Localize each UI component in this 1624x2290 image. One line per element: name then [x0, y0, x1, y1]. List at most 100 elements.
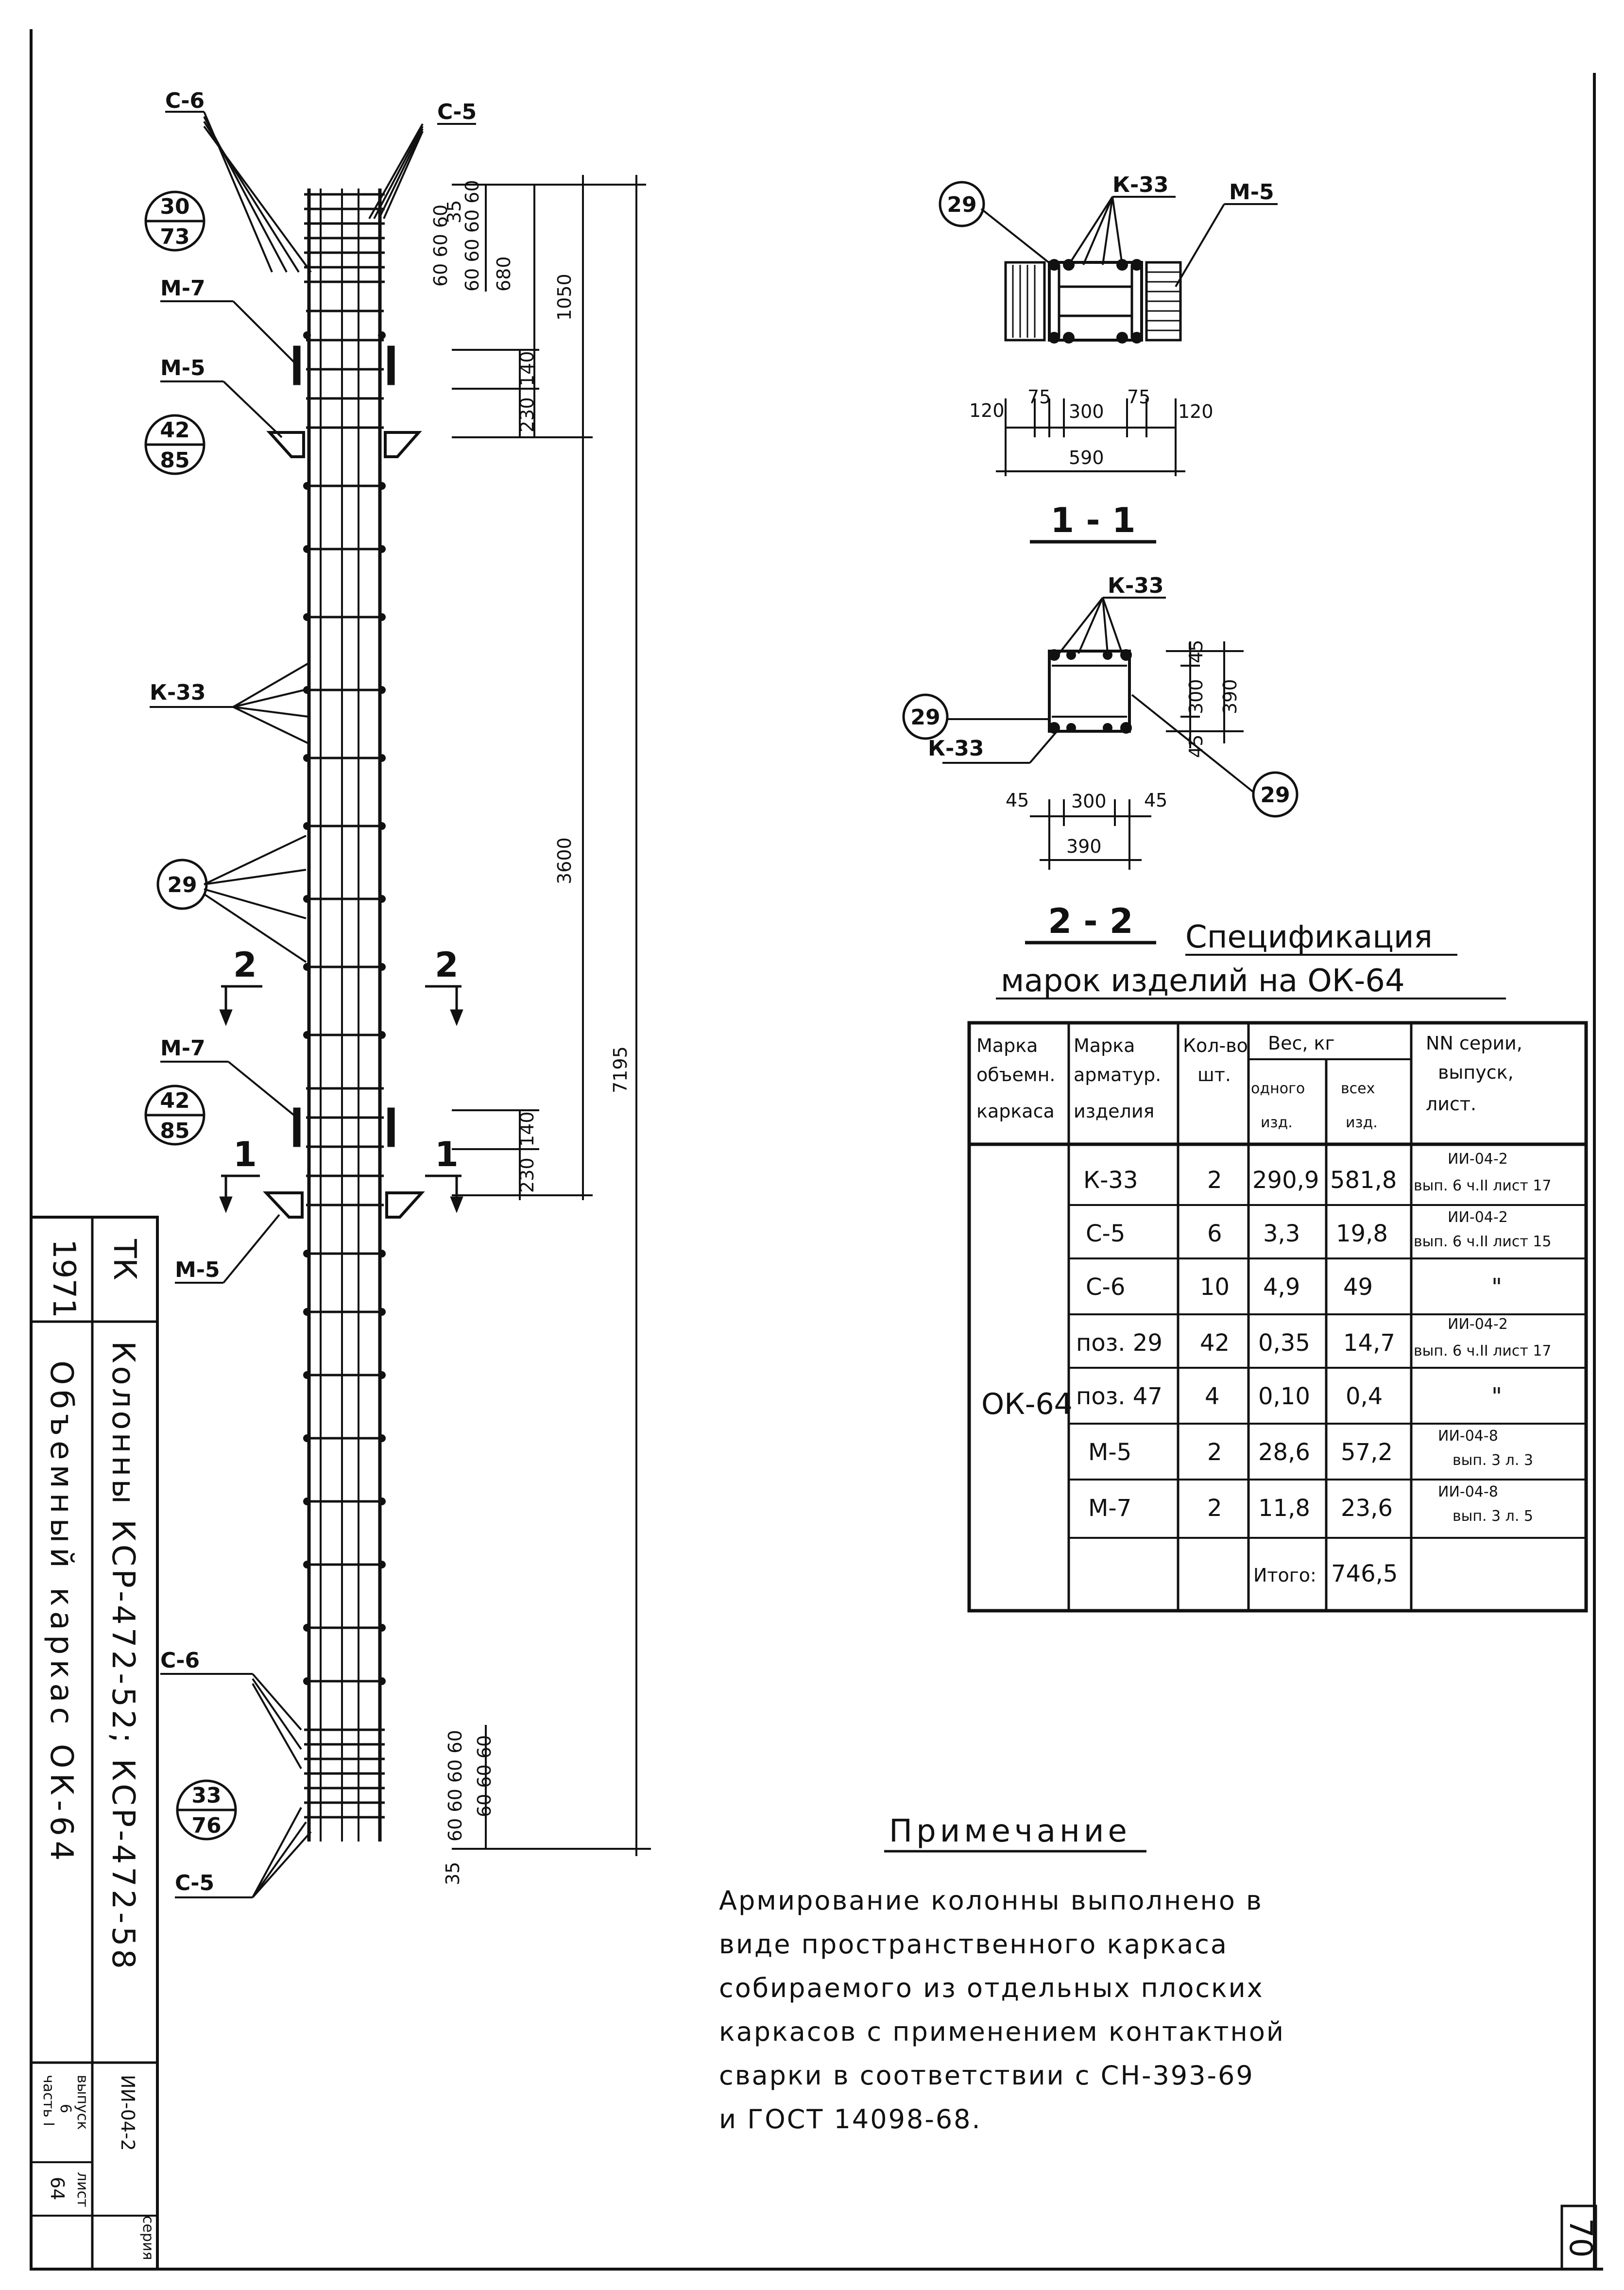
spec-row-3: С-6 10 4,9 49 " — [1086, 1274, 1502, 1301]
s11-dim-75a: 75 — [1027, 386, 1051, 408]
th-4a-line2: изд. — [1261, 1114, 1293, 1131]
cell-qty: 2 — [1207, 1439, 1222, 1466]
spec-header: Марка объемн. каркаса Марка арматур. изд… — [976, 1033, 1522, 1131]
spec-row-1: К-33 2 290,9 581,8 ИИ-04-2 вып. 6 ч.II л… — [1083, 1151, 1552, 1194]
label-m5-top: М-5 — [160, 356, 205, 380]
cell-ref1: ИИ-04-2 — [1448, 1316, 1508, 1333]
spec-row-2: С-5 6 3,3 19,8 ИИ-04-2 вып. 6 ч.II лист … — [1086, 1209, 1552, 1250]
cell-one: 0,10 — [1258, 1383, 1310, 1410]
dim-140b: 140 — [516, 1111, 538, 1147]
th-1-line1: Марка — [976, 1035, 1038, 1056]
bracket-m5-bottom — [263, 1191, 425, 1219]
s22-dim-45b: 45 — [1144, 790, 1167, 811]
cell-ref1: ИИ-04-8 — [1438, 1428, 1498, 1445]
plate-m7-left-bottom — [293, 1107, 301, 1147]
cell-ref1: " — [1491, 1383, 1502, 1410]
label-c5-bottom: С-5 — [175, 1871, 214, 1895]
s22-dim-300: 300 — [1071, 791, 1107, 812]
th-5-line1: NN серии, — [1426, 1033, 1522, 1054]
cell-all: 581,8 — [1330, 1167, 1397, 1194]
s22-dim-390v: 390 — [1219, 679, 1241, 714]
cell-all: 57,2 — [1341, 1439, 1393, 1466]
spec-row-4: поз. 29 42 0,35 14,7 ИИ-04-2 вып. 6 ч.II… — [1076, 1316, 1552, 1360]
label-m7-bottom: М-7 — [160, 1036, 205, 1061]
s11-dim-590: 590 — [1069, 447, 1104, 468]
dim-1050: 1050 — [554, 274, 575, 321]
spec-title-2: марок изделий на ОК-64 — [1001, 963, 1405, 999]
column-elevation — [263, 189, 425, 1842]
cell-one: 0,35 — [1258, 1329, 1310, 1357]
callout-3-top: 42 — [160, 1088, 189, 1113]
spec-total-row: Итого: 746,5 — [1253, 1560, 1398, 1587]
label-c6-top: С-6 — [165, 88, 205, 113]
dim-60a: 60 60 60 — [430, 205, 451, 287]
s22-dim-45c: 45 — [1185, 640, 1207, 663]
callout-2-top: 42 — [160, 418, 189, 443]
label-m7-top: М-7 — [160, 276, 205, 301]
dim-60b: 60 60 60 60 — [462, 180, 483, 292]
th-1-line3: каркаса — [976, 1101, 1055, 1122]
plate-m7-right-top — [387, 345, 395, 385]
cell-qty: 10 — [1200, 1274, 1230, 1301]
s22-dim-390: 390 — [1066, 836, 1102, 857]
section-1-1-title: 1 - 1 — [1050, 500, 1135, 540]
s22-dim-45a: 45 — [1006, 790, 1029, 811]
section-2-2-title: 2 - 2 — [1048, 901, 1133, 941]
callout-1-bottom: 73 — [160, 224, 189, 249]
label-c6-bottom: С-6 — [160, 1648, 200, 1673]
stamp-tk: ТК — [106, 1239, 142, 1280]
stamp-sheet-label: лист — [74, 2172, 91, 2207]
total-label: Итого: — [1253, 1565, 1316, 1586]
callout-2-bottom: 85 — [160, 448, 189, 473]
cut-1-right-label: 1 — [435, 1135, 459, 1174]
s22-dim-45d: 45 — [1185, 735, 1207, 758]
cell-one: 290,9 — [1252, 1167, 1319, 1194]
s22-callout-29-left: 29 — [910, 705, 940, 730]
cell-one: 3,3 — [1263, 1220, 1300, 1247]
page-number-box — [1560, 2204, 1597, 2271]
bracket-m5-top — [266, 431, 422, 458]
label-c5-top: С-5 — [437, 100, 477, 124]
cell-mark: С-6 — [1086, 1274, 1125, 1301]
s22-dim-300v: 300 — [1185, 679, 1207, 714]
label-k33: К-33 — [150, 680, 205, 705]
th-4a-line1: одного — [1251, 1080, 1305, 1097]
dim-230: 230 — [516, 397, 538, 432]
th-2-line2: арматур. — [1074, 1064, 1161, 1085]
cell-mark: К-33 — [1083, 1167, 1138, 1194]
s11-dim-300: 300 — [1069, 401, 1104, 422]
callout-3-bottom: 85 — [160, 1119, 189, 1143]
cell-all: 14,7 — [1343, 1329, 1395, 1357]
mesh-bottom — [304, 1728, 385, 1819]
cell-ref1: ИИ-04-8 — [1438, 1483, 1498, 1500]
cut-1-left-label: 1 — [233, 1135, 257, 1174]
section-2-2 — [902, 597, 1299, 945]
section-1-1 — [939, 181, 1278, 544]
page-number: 70 — [1562, 2218, 1598, 2257]
th-5-line2: выпуск, — [1438, 1062, 1514, 1083]
th-2-line1: Марка — [1074, 1035, 1135, 1056]
s22-label-k33-top: К-33 — [1108, 573, 1163, 598]
plate-m7-right-bottom — [387, 1107, 395, 1147]
cell-mark: С-5 — [1086, 1220, 1125, 1247]
callout-pos29: 29 — [167, 873, 197, 897]
cell-qty: 2 — [1207, 1495, 1222, 1522]
callouts — [144, 190, 237, 1841]
cell-all: 23,6 — [1341, 1495, 1393, 1522]
dim-140: 140 — [516, 351, 538, 386]
note-line-6: и ГОСТ 14098-68. — [719, 2104, 982, 2135]
callout-4-bottom: 76 — [191, 1813, 221, 1838]
th-4b-line2: изд. — [1346, 1114, 1378, 1131]
spec-title-1: Спецификация — [1185, 919, 1433, 955]
th-4b-line1: всех — [1341, 1080, 1375, 1097]
dim-60d: 60 60 60 — [474, 1735, 495, 1817]
cell-all: 19,8 — [1336, 1220, 1388, 1247]
transverse-bars — [306, 310, 384, 1683]
note-title: Примечание — [889, 1813, 1131, 1849]
th-1-line2: объемн. — [976, 1064, 1056, 1085]
dim-35: 35 — [444, 200, 465, 224]
th-5-line3: лист. — [1426, 1093, 1476, 1115]
cell-one: 11,8 — [1258, 1495, 1310, 1522]
s11-callout-29: 29 — [947, 192, 976, 217]
